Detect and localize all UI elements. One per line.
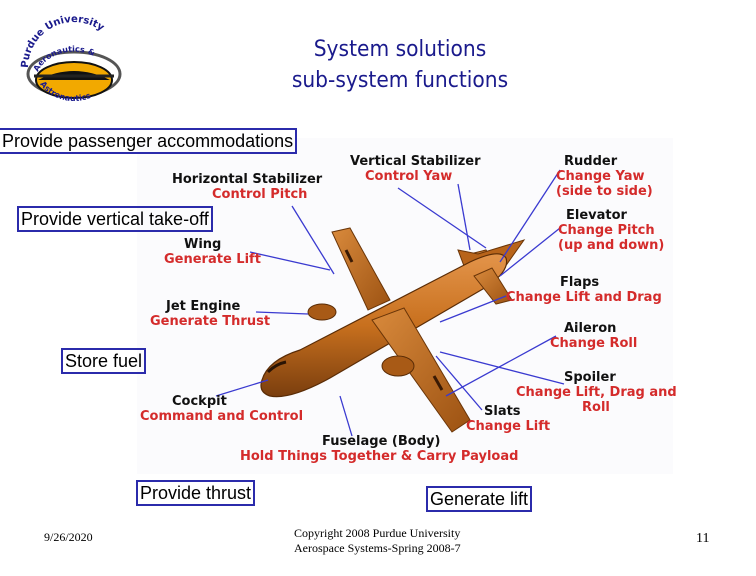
label-jet-engine: Jet Engine Generate Thrust bbox=[150, 299, 270, 329]
elevator-func-2: (up and down) bbox=[558, 238, 665, 253]
label-flaps: Flaps Change Lift and Drag bbox=[506, 275, 662, 305]
aileron-name: Aileron bbox=[564, 321, 617, 336]
flaps-func: Change Lift and Drag bbox=[506, 290, 662, 305]
spoiler-name: Spoiler bbox=[564, 370, 616, 385]
leader-lines bbox=[215, 169, 565, 437]
page-title: System solutions sub-system functions bbox=[216, 34, 584, 96]
flaps-name: Flaps bbox=[560, 275, 600, 290]
fuselage-func: Hold Things Together & Carry Payload bbox=[240, 449, 519, 464]
box-generate-lift: Generate lift bbox=[426, 486, 533, 512]
label-spoiler: Spoiler Change Lift, Drag and Roll bbox=[516, 370, 677, 415]
spoiler-func-2: Roll bbox=[582, 400, 610, 415]
slats-func: Change Lift bbox=[466, 419, 551, 434]
engine-name: Jet Engine bbox=[166, 299, 241, 314]
slats-name: Slats bbox=[484, 404, 521, 419]
label-elevator: Elevator Change Pitch (up and down) bbox=[558, 208, 664, 253]
label-fuselage: Fuselage (Body) Hold Things Together & C… bbox=[240, 434, 518, 464]
rudder-func-1: Change Yaw bbox=[556, 169, 645, 184]
page-number: 11 bbox=[696, 531, 710, 546]
label-slats: Slats Change Lift bbox=[466, 404, 550, 434]
hstab-name: Horizontal Stabilizer bbox=[172, 172, 323, 187]
far-wing bbox=[331, 227, 391, 311]
vstab-func: Control Yaw bbox=[365, 169, 453, 184]
box-vertical-takeoff: Provide vertical take-off bbox=[17, 206, 213, 232]
copyright-line-2: Aerospace Systems-Spring 2008-7 bbox=[294, 541, 461, 555]
spoiler-func-1: Change Lift, Drag and bbox=[516, 385, 677, 400]
box-store-fuel: Store fuel bbox=[61, 348, 147, 374]
label-aileron: Aileron Change Roll bbox=[550, 321, 637, 351]
label-cockpit: Cockpit Command and Control bbox=[140, 394, 303, 424]
cockpit-func: Command and Control bbox=[140, 409, 304, 424]
copyright-line-1: Copyright 2008 Purdue University bbox=[294, 526, 461, 540]
aileron-func: Change Roll bbox=[550, 336, 638, 351]
label-horizontal-stabilizer: Horizontal Stabilizer Control Pitch bbox=[172, 172, 322, 202]
near-engine bbox=[381, 355, 415, 377]
wing-name: Wing bbox=[184, 237, 222, 252]
purdue-logo: Purdue University Aeronautics & Astronau… bbox=[20, 14, 122, 103]
label-rudder: Rudder Change Yaw (side to side) bbox=[556, 154, 653, 199]
wing-func: Generate Lift bbox=[164, 252, 261, 267]
label-vertical-stabilizer: Vertical Stabilizer Control Yaw bbox=[350, 154, 481, 184]
fuselage-name: Fuselage (Body) bbox=[322, 434, 441, 449]
far-engine bbox=[307, 303, 337, 321]
label-wing: Wing Generate Lift bbox=[164, 237, 261, 267]
footer-copyright: Copyright 2008 Purdue University Aerospa… bbox=[294, 526, 461, 556]
title-line-2: sub-system functions bbox=[291, 68, 509, 93]
footer-date: 9/26/2020 bbox=[44, 530, 93, 544]
title-line-1: System solutions bbox=[313, 37, 487, 62]
near-horizontal-stabilizer bbox=[473, 267, 513, 305]
rudder-func-2: (side to side) bbox=[556, 184, 653, 199]
elevator-func-1: Change Pitch bbox=[558, 223, 655, 238]
hstab-func: Control Pitch bbox=[212, 187, 308, 202]
engine-func: Generate Thrust bbox=[150, 314, 271, 329]
box-passenger-accommodations: Provide passenger accommodations bbox=[0, 128, 298, 154]
rudder-name: Rudder bbox=[564, 154, 618, 169]
cockpit-name: Cockpit bbox=[172, 394, 227, 409]
near-wing bbox=[371, 307, 471, 433]
elevator-name: Elevator bbox=[566, 208, 627, 223]
box-provide-thrust: Provide thrust bbox=[136, 480, 256, 506]
vstab-name: Vertical Stabilizer bbox=[350, 154, 481, 169]
cockpit-window bbox=[266, 360, 287, 374]
